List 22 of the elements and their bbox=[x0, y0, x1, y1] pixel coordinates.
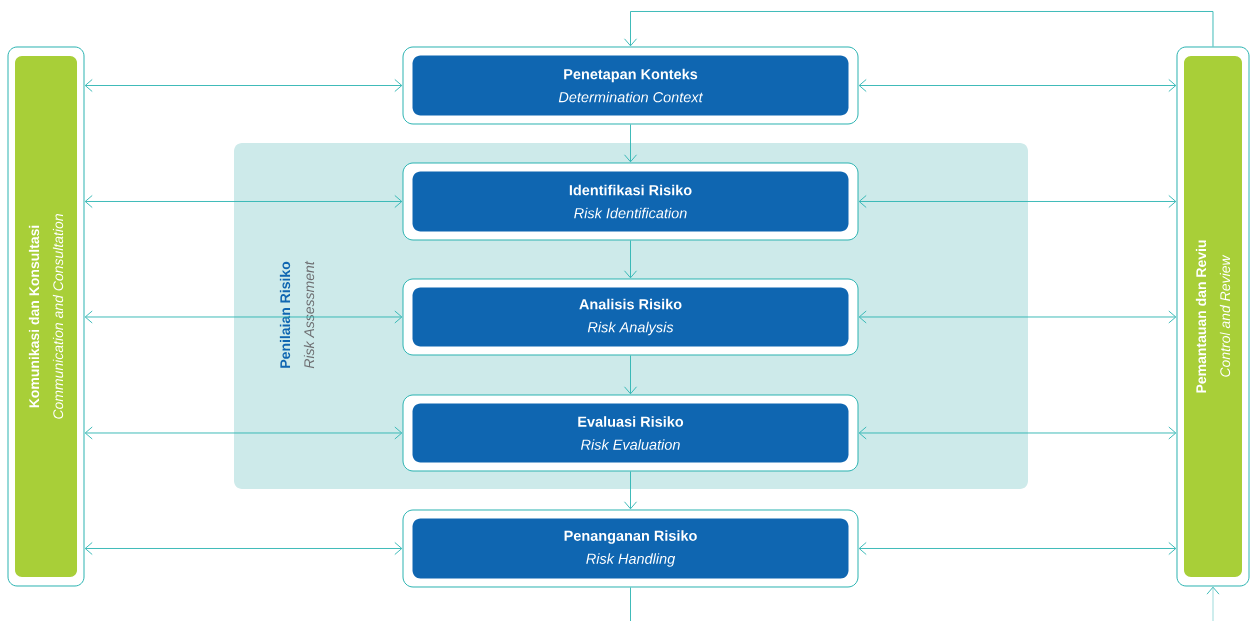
arrow bbox=[84, 426, 403, 440]
side-panel: Komunikasi dan Konsultasi Communication and Consultation bbox=[7, 46, 85, 587]
arrow bbox=[624, 240, 637, 279]
arrow bbox=[858, 310, 1177, 324]
arrow bbox=[84, 542, 403, 555]
arrow bbox=[624, 471, 637, 510]
process-box: Analisis Risiko Risk Analysis bbox=[402, 278, 859, 356]
arrow bbox=[858, 426, 1177, 440]
arrow bbox=[84, 195, 403, 208]
process-box: Identifikasi Risiko Risk Identification bbox=[402, 162, 859, 241]
arrow bbox=[84, 310, 403, 324]
arrow bbox=[84, 79, 403, 92]
arrow bbox=[858, 195, 1177, 208]
arrow bbox=[624, 355, 637, 395]
arrow bbox=[624, 124, 637, 163]
process-box: Penetapan Konteks Determination Context bbox=[402, 46, 859, 125]
side-panel: Pemantauan dan Reviu Control and Review bbox=[1176, 46, 1250, 587]
arrow bbox=[858, 542, 1177, 555]
process-box: Penanganan Risiko Risk Handling bbox=[402, 509, 859, 588]
arrow bbox=[858, 79, 1177, 92]
arrow bbox=[624, 11, 1214, 47]
process-box: Evaluasi Risiko Risk Evaluation bbox=[402, 394, 859, 472]
